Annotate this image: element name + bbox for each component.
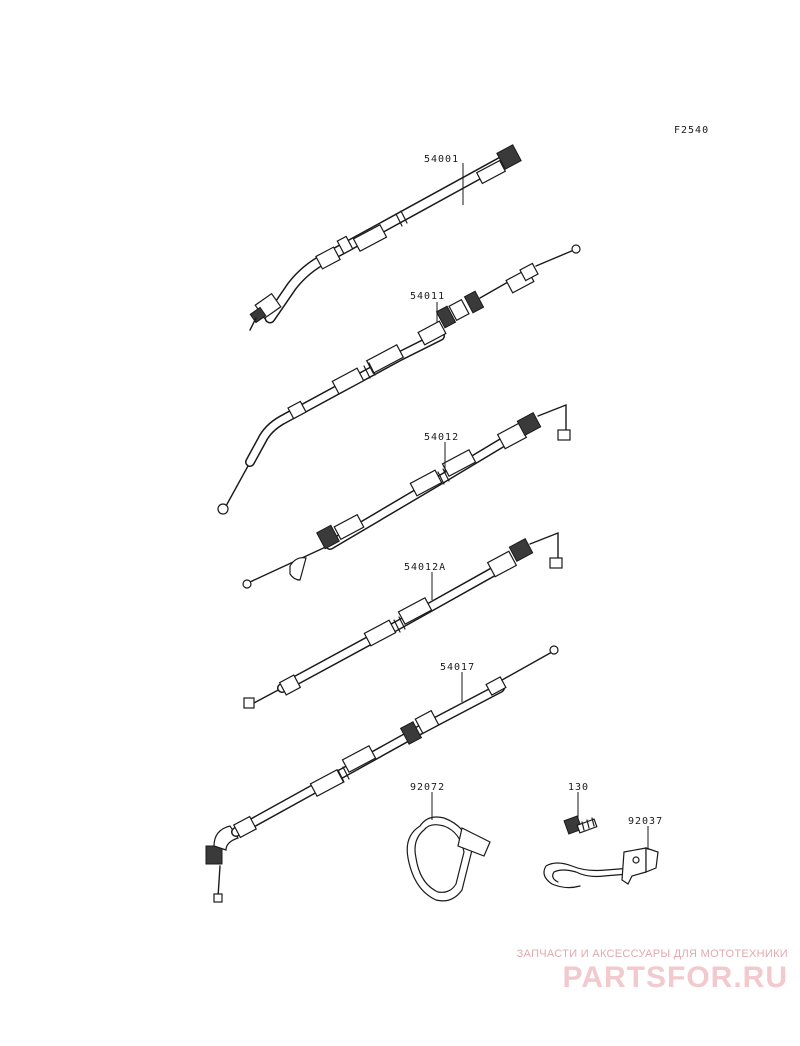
part-label-92037: 92037: [628, 816, 663, 827]
part-label-130: 130: [568, 782, 589, 793]
clamp-92037-drawing: [543, 847, 659, 889]
part-label-54012: 54012: [424, 432, 459, 443]
bolt-130-drawing: [563, 815, 598, 835]
figure-code: F2540: [674, 125, 709, 136]
watermark: ЗАПЧАСТИ И АКСЕССУАРЫ ДЛЯ МОТОТЕХНИКИ PA…: [478, 948, 788, 995]
cable-54011-drawing: [217, 244, 581, 515]
band-92072-drawing: [406, 816, 491, 902]
part-label-92072: 92072: [410, 782, 445, 793]
part-label-54017: 54017: [440, 662, 475, 673]
part-label-54001: 54001: [424, 154, 459, 165]
part-label-54012A: 54012A: [404, 562, 446, 573]
cable-54001-drawing: [249, 144, 522, 331]
watermark-logo: PARTSFOR.RU: [562, 961, 788, 994]
cable-54012A-drawing: [243, 531, 563, 709]
part-label-54011: 54011: [410, 291, 445, 302]
cable-54017-drawing: [205, 645, 559, 903]
watermark-caption: ЗАПЧАСТИ И АКСЕССУАРЫ ДЛЯ МОТОТЕХНИКИ: [516, 948, 788, 960]
cable-54012-drawing: [242, 403, 571, 589]
